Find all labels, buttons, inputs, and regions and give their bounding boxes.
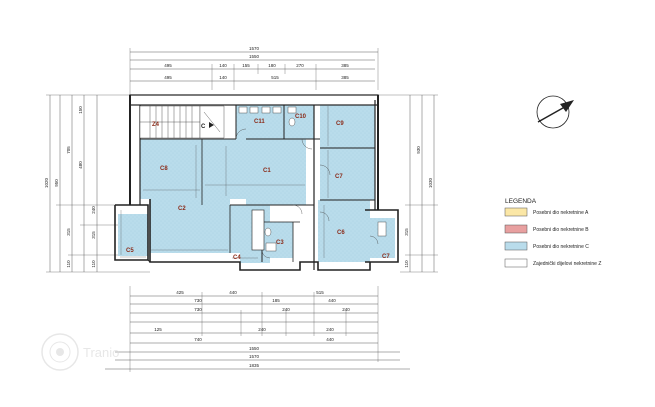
- top-dimensions: [129, 48, 379, 100]
- dim-bottom-r2-b: 185: [272, 298, 280, 303]
- room-label-c8: C8: [160, 166, 168, 172]
- dim-bottom-r5-b: 440: [326, 337, 334, 342]
- room-label-c10: C10: [295, 114, 307, 120]
- inner-dimensions: [120, 106, 329, 259]
- dim-left-h: 315: [91, 231, 96, 239]
- dim-top-b3: 515: [271, 75, 279, 80]
- dim-left-a: 950: [54, 179, 59, 187]
- dim-top-b4: 385: [341, 75, 349, 80]
- dim-bottom-r2-c: 440: [328, 298, 336, 303]
- dim-top-a1: 495: [164, 63, 172, 68]
- dim-bottom-r2-a: 730: [194, 298, 202, 303]
- dim-left-e: 150: [78, 106, 83, 114]
- legend-item-b: Posebni dio nekretnine B: [504, 224, 589, 234]
- dim-bottom-r4-b: 240: [258, 327, 266, 332]
- dim-bottom-r3-a: 730: [194, 307, 202, 312]
- room-label-c6: C6: [337, 230, 345, 236]
- dim-left-g: 240: [91, 206, 96, 214]
- dim-bottom-r5-a: 740: [194, 337, 202, 342]
- dim-top-b1: 495: [164, 75, 172, 80]
- dim-left-f: 480: [78, 161, 83, 169]
- right-dimensions: [378, 94, 438, 273]
- legend-label-b: Posebni dio nekretnine B: [533, 227, 589, 233]
- legend-swatch-a: [504, 207, 528, 217]
- dim-left-c: 315: [66, 228, 71, 236]
- room-fills: [118, 100, 395, 263]
- dim-bottom-r1-b: 440: [229, 290, 237, 295]
- dim-left-i: 110: [91, 260, 96, 268]
- dim-bottom-r1-c: 515: [316, 290, 324, 295]
- room-label-c5: C5: [126, 248, 134, 254]
- room-label-c3: C3: [276, 240, 284, 246]
- watermark-text: Tranio: [83, 345, 119, 360]
- room-label-c1: C1: [263, 168, 271, 174]
- room-label-c2: C2: [178, 206, 186, 212]
- dim-right-a: 930: [416, 146, 421, 154]
- walls: [114, 94, 399, 271]
- dim-bottom-r3-b: 240: [282, 307, 290, 312]
- room-label-c7: C7: [335, 174, 343, 180]
- room-label-z4: Z4: [152, 122, 160, 128]
- watermark-logo: Tranio: [41, 333, 119, 371]
- legend-item-c: Posebni dio nekretnine C: [504, 241, 589, 251]
- legend-item-a: Posebni dio nekretnine A: [504, 207, 589, 217]
- legend: LEGENDA Posebni dio nekretnine A Posebni…: [504, 198, 601, 268]
- dim-right-total: 1030: [428, 177, 433, 188]
- legend-label-z: Zajednički dijelovi nekretnine Z: [533, 261, 601, 267]
- doors: [235, 128, 379, 259]
- staircase: [139, 105, 225, 139]
- bottom-dimensions: [105, 286, 410, 372]
- orientation-symbol: [536, 95, 574, 129]
- dim-top-a3: 155: [242, 63, 250, 68]
- room-label-c4: C4: [233, 255, 241, 261]
- dim-bottom-r4-c: 240: [326, 327, 334, 332]
- dim-top-a6: 385: [341, 63, 349, 68]
- dim-left-b: 705: [66, 146, 71, 154]
- legend-item-z: Zajednički dijelovi nekretnine Z: [504, 258, 601, 268]
- dim-bottom-r3-c: 240: [342, 307, 350, 312]
- entrance-marker: C: [201, 122, 214, 130]
- dim-top-row2: 1550: [249, 54, 260, 59]
- dim-bottom-r7: 1570: [249, 354, 260, 359]
- legend-swatch-z: [504, 258, 528, 268]
- dim-top-total: 1570: [249, 46, 260, 51]
- dim-bottom-r4-a: 125: [154, 327, 162, 332]
- legend-swatch-b: [504, 224, 528, 234]
- bathroom-fixtures: [238, 106, 387, 252]
- legend-label-c: Posebni dio nekretnine C: [533, 244, 589, 250]
- room-label-c9: C9: [336, 121, 344, 127]
- legend-title: LEGENDA: [505, 198, 537, 205]
- dim-bottom-r8: 1835: [249, 363, 260, 368]
- dim-top-a4: 180: [268, 63, 276, 68]
- svg-text:C: C: [201, 124, 206, 130]
- room-label-c-small: C7: [382, 254, 390, 260]
- dim-right-c: 110: [404, 260, 409, 268]
- dim-top-a2: 140: [219, 63, 227, 68]
- dim-left-total: 1020: [44, 177, 49, 188]
- dim-right-b: 315: [404, 228, 409, 236]
- dim-top-a5: 270: [296, 63, 304, 68]
- legend-swatch-c: [504, 241, 528, 251]
- dim-top-b2: 140: [219, 75, 227, 80]
- dim-left-d: 110: [66, 260, 71, 268]
- dim-bottom-r6: 1550: [249, 346, 260, 351]
- left-dimensions: [46, 94, 150, 273]
- room-label-c11: C11: [254, 119, 265, 125]
- dim-bottom-r1-a: 425: [176, 290, 184, 295]
- legend-label-a: Posebni dio nekretnine A: [533, 210, 589, 216]
